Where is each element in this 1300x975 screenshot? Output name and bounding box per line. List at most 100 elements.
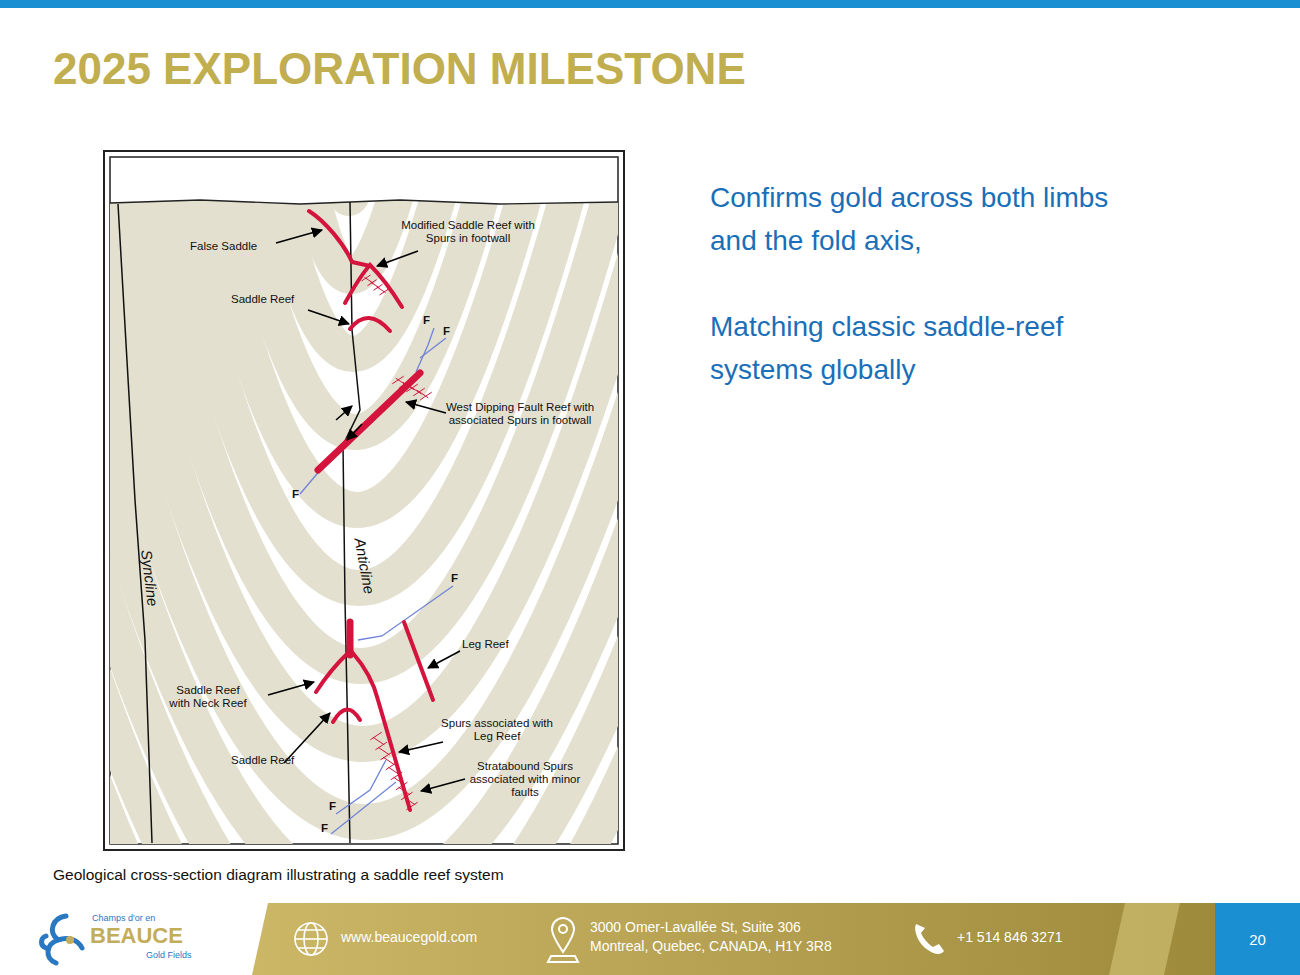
- fault-marker: F: [292, 488, 299, 501]
- reef-spur: [381, 752, 392, 759]
- fault-line: [420, 338, 446, 358]
- page-number-box: 20: [1215, 903, 1300, 975]
- logo-mark: [42, 936, 47, 948]
- fault-marker: F: [451, 572, 458, 585]
- globe-icon: [298, 930, 324, 948]
- logo-mark: [66, 936, 74, 944]
- callout-label: Stratabound Spurs associated with minor …: [464, 760, 586, 799]
- rock-band: [0, 190, 1084, 975]
- leader-arrow: [268, 682, 314, 695]
- leader-arrow: [377, 251, 418, 266]
- fault-line: [358, 586, 453, 640]
- callout-label: Saddle Reef: [231, 293, 294, 306]
- fault-line: [336, 760, 386, 814]
- gold-reef: [309, 211, 352, 262]
- reef-spur: [389, 767, 400, 774]
- reef-spur: [371, 732, 382, 739]
- reef-spur: [378, 747, 389, 754]
- gold-reef: [309, 211, 433, 810]
- reef-spur: [380, 289, 388, 295]
- leader-arrow: [406, 402, 446, 413]
- location-icon: [548, 918, 578, 962]
- reef-spur: [403, 382, 414, 389]
- location-icon: [548, 956, 578, 962]
- page-number: 20: [1249, 931, 1266, 948]
- gold-reef: [318, 373, 420, 470]
- ground-surface: [110, 200, 618, 204]
- globe-icon: [295, 938, 327, 940]
- callout-label: Anticline: [351, 537, 377, 596]
- footer-stripe: [1109, 903, 1180, 975]
- rock-band: [0, 190, 998, 975]
- callout-label: Saddle Reef: [231, 754, 294, 767]
- fault-line: [331, 782, 396, 834]
- slide-title: 2025 EXPLORATION MILESTONE: [53, 44, 746, 95]
- reef-spur: [386, 762, 397, 769]
- fault-marker: F: [443, 325, 450, 338]
- rock-band: [0, 190, 1170, 975]
- callout-label: False Saddle: [190, 240, 257, 253]
- rock-band: [346, 190, 354, 198]
- syncline-axis: [118, 204, 152, 843]
- reef-spur: [391, 772, 402, 779]
- reef-spur: [396, 782, 407, 789]
- figure-caption: Geological cross-section diagram illustr…: [53, 866, 504, 884]
- reef-spur: [404, 797, 415, 804]
- rock-band: [0, 190, 869, 975]
- rock-band: [276, 190, 440, 354]
- reef-spur: [373, 737, 384, 744]
- leader-arrow: [347, 424, 362, 440]
- location-icon: [552, 918, 574, 952]
- rock-band: [0, 190, 912, 975]
- reef-spur: [417, 390, 428, 397]
- callout-label: Syncline: [137, 549, 161, 607]
- leader-arrow: [428, 651, 460, 668]
- gold-reef: [333, 709, 360, 722]
- logo-mark: [42, 916, 83, 963]
- gold-reef: [404, 622, 433, 700]
- callout-label: Modified Saddle Reef with Spurs in footw…: [398, 219, 538, 245]
- callout-label: Spurs associated with Leg Reef: [441, 717, 553, 743]
- key-point: Confirms gold across both limbs and the …: [710, 176, 1140, 263]
- callout-label: Leg Reef: [462, 638, 509, 651]
- website: www.beaucegold.com: [341, 930, 477, 946]
- leader-arrow: [421, 779, 465, 791]
- reef-spur: [421, 392, 432, 399]
- phone-icon: [915, 924, 944, 954]
- footer-ground: [0, 903, 1300, 975]
- fault-marker: F: [321, 822, 328, 835]
- reef-spur: [410, 386, 421, 393]
- rock-band: [0, 190, 826, 975]
- rock-band: [0, 190, 783, 975]
- globe-icon: [295, 923, 327, 955]
- leader-arrow: [336, 406, 352, 420]
- callout-label: West Dipping Fault Reef with associated …: [444, 401, 596, 427]
- gold-reef: [316, 652, 349, 692]
- rock-band: [0, 190, 955, 975]
- rock-band: [0, 190, 1127, 975]
- logo-text: BEAUCE: [90, 924, 183, 949]
- leader-arrow: [399, 742, 443, 752]
- rock-band: [0, 190, 1041, 975]
- rock-band: [312, 120, 382, 190]
- logo-text: Gold Fields: [146, 950, 192, 960]
- fault-marker: F: [329, 800, 336, 813]
- reef-spur: [396, 378, 407, 385]
- footer-band: [252, 903, 1215, 975]
- fault-marker: F: [423, 314, 430, 327]
- reef-spur: [376, 742, 387, 749]
- reef-spur: [401, 792, 412, 799]
- reef-spur: [383, 757, 394, 764]
- logo-text: Champs d'or en: [92, 913, 155, 923]
- globe-icon: [295, 923, 327, 955]
- callout-label: Saddle Reef with Neck Reef: [166, 684, 250, 710]
- gold-reef: [352, 262, 370, 266]
- reef-spur: [399, 787, 410, 794]
- fault-line: [300, 328, 453, 834]
- reef-spur: [394, 777, 405, 784]
- location-icon: [559, 925, 567, 933]
- gold-reef: [352, 652, 410, 810]
- address: 3000 Omer-Lavallée St, Suite 306 Montrea…: [590, 918, 860, 956]
